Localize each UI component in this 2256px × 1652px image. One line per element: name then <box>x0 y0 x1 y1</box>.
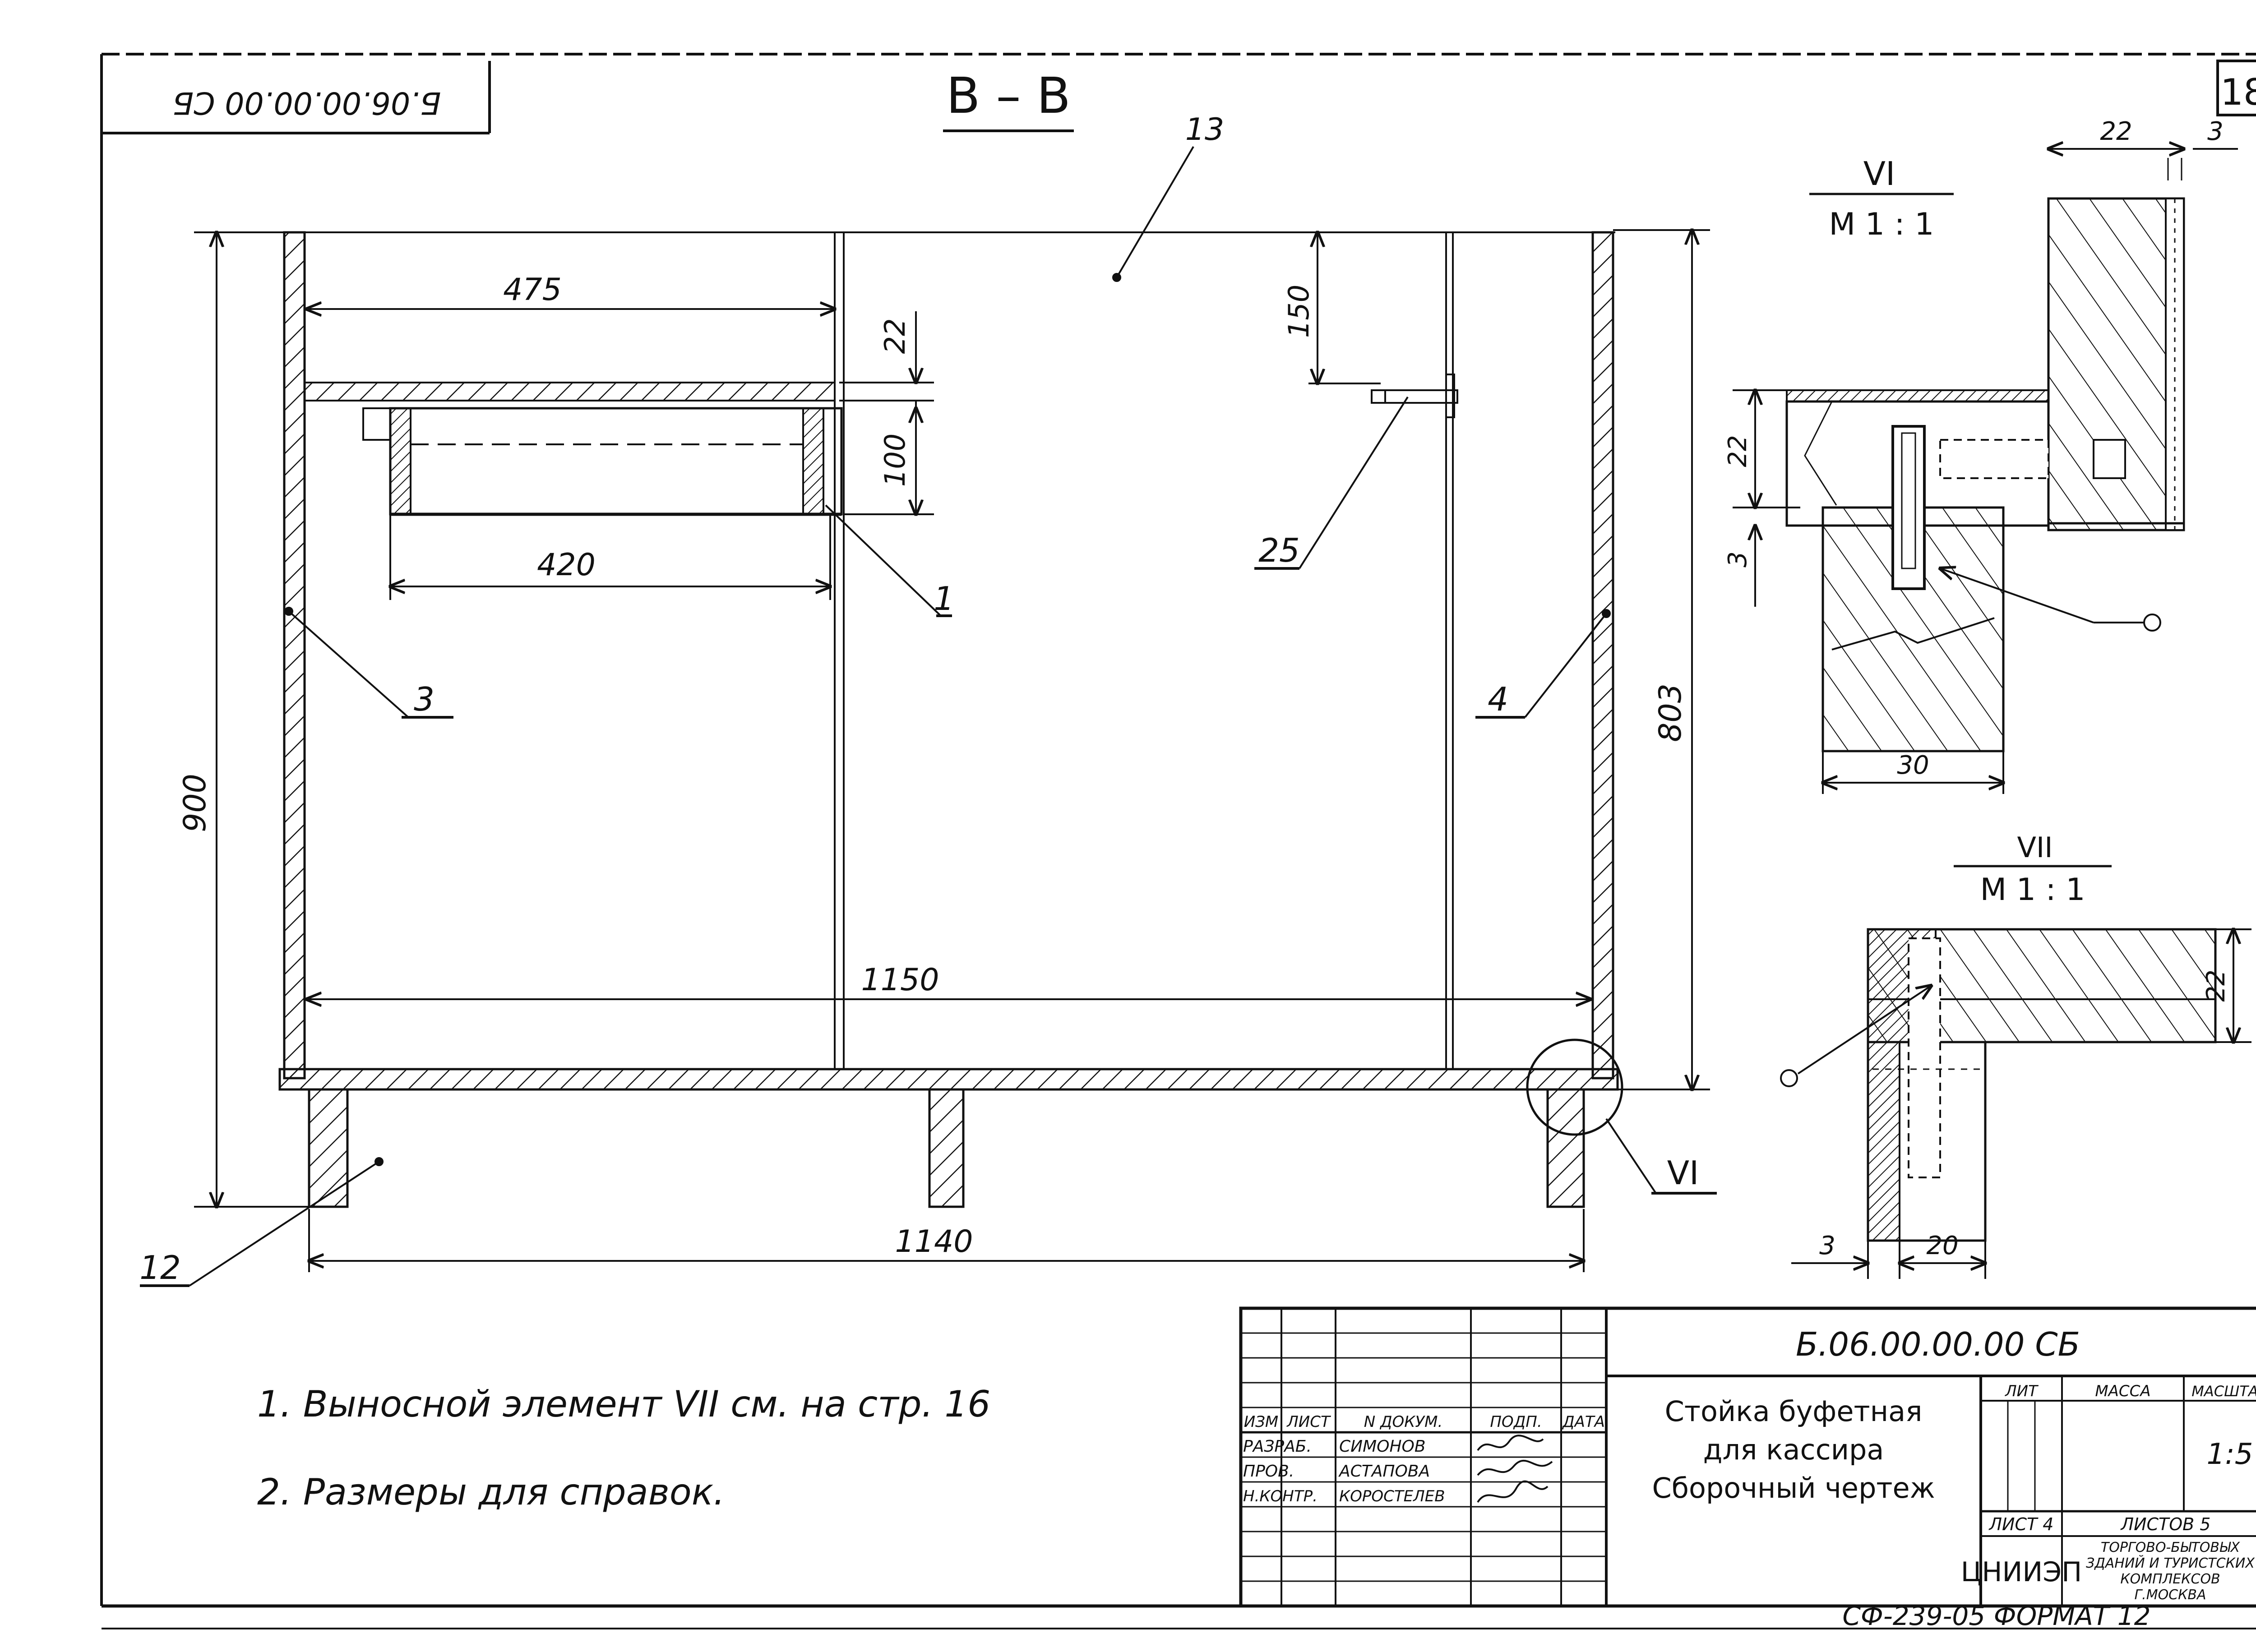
drawer <box>362 407 843 516</box>
main-section-view <box>278 231 1623 1208</box>
title-name-line-3: Сборочный чертеж <box>1652 1472 1935 1504</box>
left-side-panel <box>283 231 306 1080</box>
latch <box>1371 374 1458 418</box>
dim-475: 475 <box>503 272 562 308</box>
title-block-text: Б.06.00.00.00 СБ Стойка буфетная для кас… <box>1243 1325 2256 1603</box>
title-name-line-1: Стойка буфетная <box>1665 1395 1923 1428</box>
page-number: 18 <box>2220 71 2256 113</box>
org-line-2: ЗДАНИЙ И ТУРИСТСКИХ <box>2086 1555 2255 1571</box>
role-razrab: РАЗРАБ. <box>1243 1437 1312 1456</box>
mirrored-doc-code: Б.06.00.00.00 СБ <box>173 85 441 120</box>
shelf <box>304 382 836 401</box>
mirrored-code-box: Б.06.00.00.00 СБ <box>102 61 491 134</box>
section-label: В – В <box>946 67 1071 125</box>
header-ndok: N ДОКУМ. <box>1364 1413 1443 1431</box>
dim-420: 420 <box>537 547 596 583</box>
leg-right <box>1546 1088 1585 1208</box>
note-2: 2. Размеры для справок. <box>257 1471 725 1513</box>
callout-labels: 13 25 1 3 4 12 VI <box>139 112 1699 1287</box>
detail-vii-dim-3: 3 <box>1819 1231 1835 1260</box>
main-dimensions <box>194 230 1710 1272</box>
callout-13: 13 <box>1185 112 1225 148</box>
sheet-count: ЛИСТОВ 5 <box>2120 1514 2211 1534</box>
dim-150: 150 <box>1282 285 1315 338</box>
dim-1150: 1150 <box>861 962 939 998</box>
callout-vi: VI <box>1667 1154 1699 1192</box>
detail-vi-dim-22-side: 22 <box>1723 435 1752 467</box>
main-dimension-labels: 475 420 22 100 150 900 803 1150 1140 <box>177 272 1688 1260</box>
detail-vii-scale: М 1 : 1 <box>1980 872 2085 908</box>
detail-vi-dim-3-top: 3 <box>2207 117 2224 146</box>
format-line: СФ-239-05 ФОРМАТ 12 <box>1842 1601 2150 1631</box>
title-block <box>1239 1306 2256 1608</box>
scale-header: МАСШТАБ <box>2191 1383 2256 1400</box>
person-razrab: СИМОНОВ <box>1339 1437 1426 1456</box>
leg-middle <box>928 1088 965 1208</box>
callout-12: 12 <box>139 1249 181 1287</box>
person-nkontr: КОРОСТЕЛЕВ <box>1339 1487 1445 1505</box>
detail-vii-dim-22: 22 <box>2201 969 2231 1001</box>
lit-header: ЛИТ <box>2004 1382 2039 1400</box>
detail-vi-scale: М 1 : 1 <box>1829 207 1934 242</box>
header-list: ЛИСТ <box>1286 1413 1331 1431</box>
note-1: 1. Выносной элемент VII см. на стр. 16 <box>257 1383 990 1425</box>
notes: 1. Выносной элемент VII см. на стр. 16 2… <box>257 1383 990 1513</box>
org-logo: ЦНИИЭП <box>1961 1556 2082 1588</box>
person-prov: АСТАПОВА <box>1338 1462 1430 1481</box>
bottom-board <box>278 1068 1619 1091</box>
role-nkontr: Н.КОНТР. <box>1243 1487 1318 1505</box>
mass-header: МАССА <box>2095 1382 2150 1400</box>
detail-vi-title: VI <box>1863 155 1895 193</box>
callout-1: 1 <box>934 580 954 618</box>
signatures <box>1477 1435 1553 1503</box>
callout-3: 3 <box>414 680 435 718</box>
header-podp: ПОДП. <box>1490 1413 1542 1431</box>
org-line-3: КОМПЛЕКСОВ <box>2120 1571 2220 1587</box>
title-doc-code: Б.06.00.00.00 СБ <box>1796 1325 2080 1363</box>
detail-vii: VII М 1 : 1 22 3 20 <box>1780 831 2251 1279</box>
right-side-panel <box>1591 231 1614 1080</box>
page-number-box: 18 <box>2216 60 2256 116</box>
dim-900: 900 <box>177 774 213 832</box>
detail-vi-dim-22-top: 22 <box>2100 117 2132 146</box>
section-label-group: В – В <box>943 67 1074 132</box>
sheet-number: ЛИСТ 4 <box>1988 1514 2053 1534</box>
detail-vi-dim-3-side: 3 <box>1723 551 1752 568</box>
detail-vii-title: VII <box>2017 831 2053 864</box>
header-data: ДАТА <box>1562 1413 1605 1431</box>
callout-4: 4 <box>1488 680 1508 718</box>
title-name-line-2: для кассира <box>1703 1433 1884 1466</box>
org-line-4: Г.МОСКВА <box>2134 1587 2206 1603</box>
dim-22: 22 <box>878 318 911 354</box>
leg-left <box>308 1088 349 1208</box>
sheet-frame <box>100 53 2256 1629</box>
org-line-1: ТОРГОВО-БЫТОВЫХ <box>2101 1540 2241 1555</box>
callout-25: 25 <box>1258 531 1300 569</box>
header-izm: ИЗМ <box>1244 1413 1279 1431</box>
role-prov: ПРОВ. <box>1243 1462 1294 1481</box>
callout-leaders <box>140 146 1717 1287</box>
dim-100: 100 <box>878 434 911 487</box>
dim-803: 803 <box>1653 683 1688 742</box>
scale-value: 1:5 <box>2207 1438 2253 1471</box>
detail-vi-dim-30: 30 <box>1897 751 1929 780</box>
dim-1140: 1140 <box>895 1224 973 1260</box>
detail-vii-dim-20: 20 <box>1926 1231 1958 1260</box>
detail-vi-circle <box>1526 1038 1623 1136</box>
detail-vi: VI М 1 : 1 22 3 22 <box>1723 117 2238 794</box>
